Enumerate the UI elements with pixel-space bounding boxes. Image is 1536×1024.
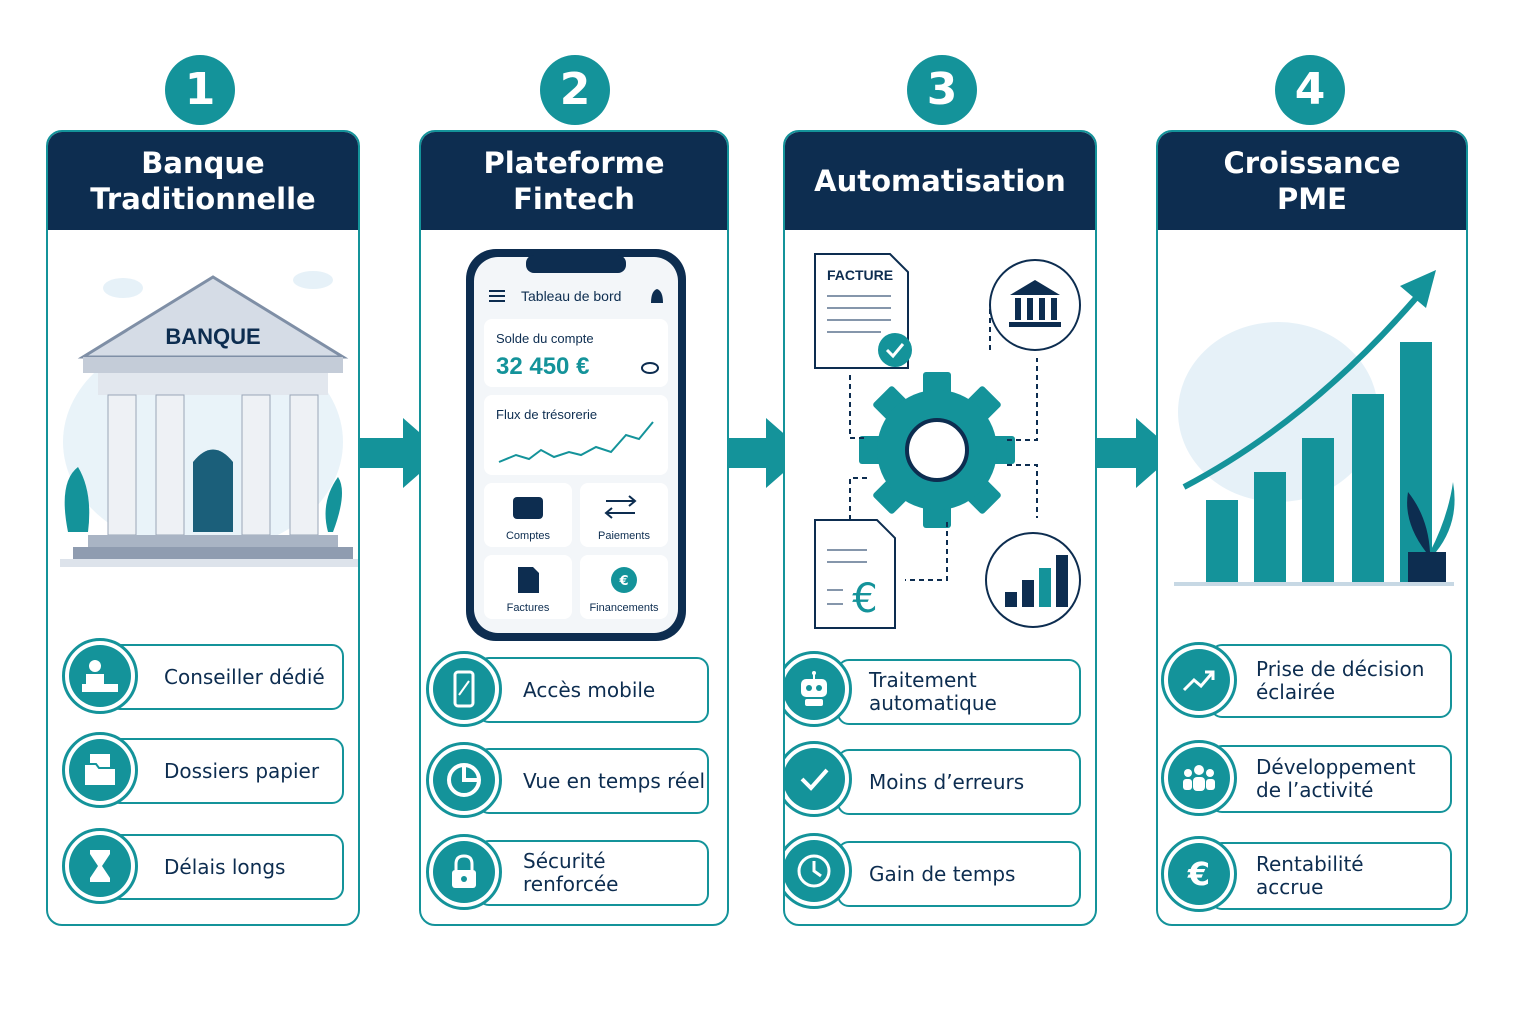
- pie-chart-icon: [426, 742, 502, 818]
- growth-bar: [1352, 394, 1384, 582]
- arrow-right-icon: [1088, 418, 1176, 488]
- feature-long-delays: Délais longs: [108, 834, 344, 900]
- feature-label: Traitement automatique: [869, 668, 997, 715]
- euro-icon: [611, 567, 637, 593]
- step-3-badge: 3: [907, 55, 977, 125]
- feature-label: Gain de temps: [869, 861, 1016, 886]
- step-1-badge: 1: [165, 55, 235, 125]
- mobile-phone-icon: [426, 651, 502, 727]
- bank-icon: [1009, 280, 1061, 327]
- gear-icon: [859, 372, 1015, 528]
- feature-advisor: Conseiller dédié: [108, 644, 344, 710]
- feature-label: Dossiers papier: [164, 758, 320, 783]
- step-1-title-text: Banque Traditionnelle: [90, 146, 316, 216]
- invoice-doc-icon: [518, 567, 539, 593]
- feature-informed-decisions: Prise de décision éclairée: [1210, 644, 1452, 718]
- feature-paper-files: Dossiers papier: [108, 738, 344, 804]
- automation-gear-illustration: FACTURE: [814, 253, 1081, 629]
- step-3-title: Automatisation: [785, 132, 1095, 230]
- svg-text:€: €: [852, 576, 877, 622]
- feature-profitability: Rentabilité accrue: [1210, 842, 1452, 910]
- dashboard-title: Tableau de bord: [521, 288, 621, 304]
- svg-text:€: €: [1187, 855, 1210, 893]
- growth-arrow-icon: [1182, 296, 1419, 490]
- tile-label: Factures: [507, 602, 550, 614]
- bank-building-illustration: BANQUE: [60, 271, 358, 567]
- step-2-title: Plateforme Fintech: [421, 132, 727, 230]
- feature-mobile-access: Accès mobile: [477, 657, 709, 723]
- balance-value: 32 450 €: [496, 353, 589, 380]
- team-icon: [1161, 740, 1237, 816]
- step-3-title-text: Automatisation: [814, 164, 1066, 198]
- growth-bar: [1254, 472, 1286, 582]
- feature-label: Accès mobile: [523, 677, 656, 702]
- trend-up-icon: [1161, 642, 1237, 718]
- tile-label: Paiements: [598, 530, 650, 542]
- feature-time-saving: Gain de temps: [837, 841, 1081, 907]
- transfer-arrows-icon: [604, 495, 637, 519]
- step-4-badge: 4: [1275, 55, 1345, 125]
- bar-chart-icon: [1005, 555, 1068, 607]
- eye-icon: [641, 362, 659, 374]
- feature-label: Sécurité renforcée: [523, 849, 619, 896]
- checkmark-icon: [785, 741, 852, 817]
- step-3-card: Automatisation FACTURE: [783, 130, 1097, 926]
- svg-text:€: €: [618, 574, 628, 589]
- advisor-icon: [62, 638, 138, 714]
- check-badge-icon: [878, 333, 912, 367]
- feature-fewer-errors: Moins d’erreurs: [837, 749, 1081, 815]
- growth-bar: [1206, 500, 1238, 582]
- padlock-icon: [426, 834, 502, 910]
- step-2-badge: 2: [540, 55, 610, 125]
- plant-icon: [1407, 482, 1455, 582]
- feature-realtime-view: Vue en temps réel: [477, 748, 709, 814]
- cashflow-label: Flux de trésorerie: [496, 407, 597, 422]
- step-1-title: Banque Traditionnelle: [48, 132, 358, 230]
- robot-icon: [785, 651, 852, 727]
- feature-label: Rentabilité accrue: [1256, 852, 1364, 899]
- wallet-icon: [513, 497, 543, 519]
- step-4-title: Croissance PME: [1158, 132, 1466, 230]
- euro-document-icon: [814, 519, 896, 629]
- tile-label: Comptes: [506, 530, 551, 542]
- balance-label: Solde du compte: [496, 331, 594, 346]
- clock-icon: [785, 833, 852, 909]
- feature-business-development: Développement de l’activité: [1210, 745, 1452, 813]
- invoice-label: FACTURE: [827, 267, 893, 283]
- cashflow-line: [498, 421, 654, 463]
- step-1-card: Banque Traditionnelle BANQUE Conseiller …: [46, 130, 360, 926]
- feature-auto-processing: Traitement automatique: [837, 659, 1081, 725]
- feature-label: Prise de décision éclairée: [1256, 657, 1425, 704]
- euro-coin-icon: €: [1161, 836, 1237, 912]
- feature-label: Conseiller dédié: [164, 664, 325, 689]
- menu-icon: [489, 290, 505, 302]
- hourglass-icon: [62, 828, 138, 904]
- feature-label: Délais longs: [164, 854, 286, 879]
- growth-chart-illustration: [1174, 270, 1455, 586]
- step-4-card: Croissance PME Prise de décision éclairé…: [1156, 130, 1468, 926]
- step-2-title-text: Plateforme Fintech: [483, 146, 665, 216]
- feature-label: Vue en temps réel: [523, 768, 706, 793]
- feature-security: Sécurité renforcée: [477, 840, 709, 906]
- tile-label: Financements: [589, 602, 659, 614]
- feature-label: Développement de l’activité: [1256, 755, 1416, 802]
- feature-label: Moins d’erreurs: [869, 769, 1025, 794]
- step-4-title-text: Croissance PME: [1223, 146, 1401, 216]
- bell-icon: [651, 289, 663, 303]
- paper-folder-icon: [62, 732, 138, 808]
- phone-dashboard-illustration: Tableau de bord Solde du compte 32 450 €…: [466, 249, 686, 641]
- bank-sign: BANQUE: [165, 324, 260, 349]
- growth-bar: [1302, 438, 1334, 582]
- step-2-card: Plateforme Fintech Tableau de bord Solde…: [419, 130, 729, 926]
